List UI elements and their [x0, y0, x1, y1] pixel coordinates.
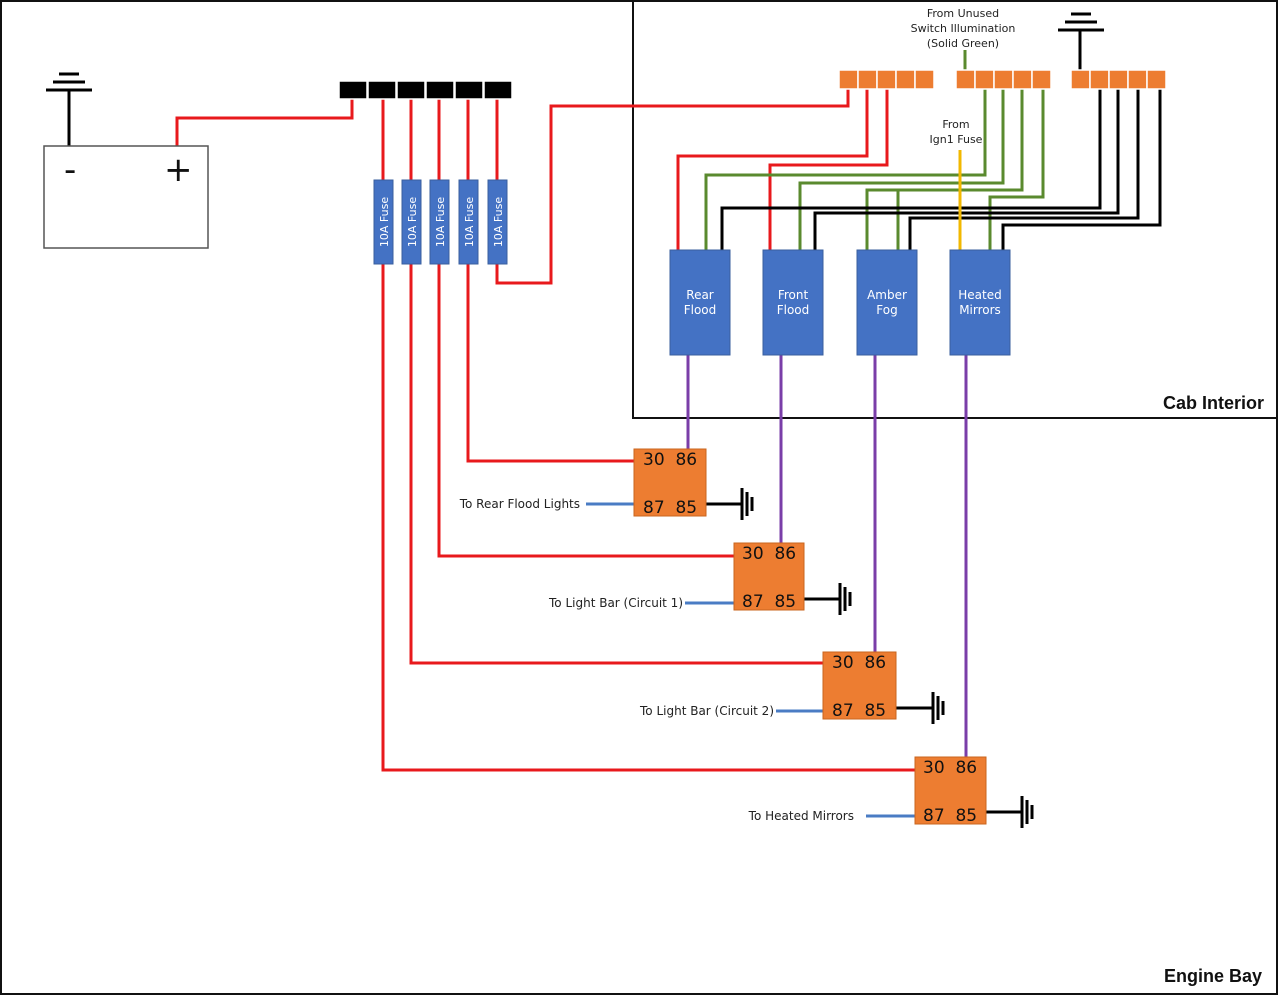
switch-label: Mirrors: [959, 303, 1001, 317]
switch-power-front-flood-wire: [768, 88, 889, 250]
illumination-note-line3: (Solid Green): [927, 37, 999, 50]
engine-bay-label: Engine Bay: [1164, 966, 1262, 986]
battery-ground: [46, 72, 92, 146]
illumination-wires: [704, 50, 1045, 250]
switch-label: Rear: [686, 288, 714, 302]
ground-connector: [1070, 69, 1167, 90]
output-label-rear-flood: To Rear Flood Lights: [459, 497, 580, 511]
relay-pins-top: 30 86: [742, 544, 796, 564]
relay-rear-flood: 30 86 87 85: [633, 448, 754, 520]
switch-label: Fog: [876, 303, 897, 317]
switch-amber-fog[interactable]: Amber Fog: [856, 249, 918, 356]
relay-pins-bottom: 87 85: [923, 806, 977, 826]
fuse-label: 10A Fuse: [378, 197, 391, 247]
relay-front-flood: 30 86 87 85: [733, 542, 852, 615]
cab-interior-border: [632, 0, 1278, 419]
cab-ground-symbol: [1058, 12, 1104, 32]
fuse: [373, 179, 394, 265]
power-wires: [175, 88, 915, 772]
output-wires: [586, 502, 915, 818]
battery-positive-label: +: [164, 150, 193, 190]
battery: [43, 145, 209, 249]
relay-amber-fog: 30 86 87 85: [822, 651, 945, 724]
ign1-note-line1: From: [942, 118, 969, 131]
switch-front-flood[interactable]: Front Flood: [762, 249, 824, 356]
output-label-light-bar-2: To Light Bar (Circuit 2): [639, 704, 774, 718]
power-busbar: [338, 80, 513, 100]
switch-power-connector: [838, 69, 935, 90]
switch-label: Flood: [777, 303, 810, 317]
switch-power-rear-flood-wire: [676, 88, 869, 250]
fuse2-to-relay3-wire: [409, 263, 823, 665]
relay-pins-bottom: 87 85: [742, 592, 796, 612]
trigger-wires: [686, 355, 968, 757]
fuse: [458, 179, 479, 265]
relay-pins-bottom: 87 85: [832, 701, 886, 721]
battery-negative-label: -: [64, 150, 76, 190]
switch-label: Front: [778, 288, 809, 302]
fuse: [429, 179, 450, 265]
fuse: [401, 179, 422, 265]
switch-rear-flood[interactable]: Rear Flood: [669, 249, 731, 356]
cab-interior-label: Cab Interior: [1163, 393, 1264, 413]
relay-pins-top: 30 86: [643, 450, 697, 470]
fuse3-to-relay2-wire: [437, 263, 734, 558]
fuse-label: 10A Fuse: [434, 197, 447, 247]
switch-ground-wires: [720, 30, 1162, 250]
switch-label: Amber: [867, 288, 907, 302]
fuse-block: 10A Fuse 10A Fuse 10A Fuse 10A Fuse 10A …: [373, 179, 508, 265]
relay-pins-top: 30 86: [923, 758, 977, 778]
relay-pins-top: 30 86: [832, 653, 886, 673]
output-label-heated-mirrors: To Heated Mirrors: [748, 809, 854, 823]
fuse-label: 10A Fuse: [463, 197, 476, 247]
switch-label: Flood: [684, 303, 717, 317]
switch-heated-mirrors[interactable]: Heated Mirrors: [949, 249, 1011, 356]
illumination-note-line2: Switch Illumination: [911, 22, 1016, 35]
fuse1-to-relay4-wire: [381, 263, 915, 772]
ign1-note-line2: Ign1 Fuse: [930, 133, 983, 146]
fuse5-to-switch-power-wire: [495, 88, 850, 285]
relay-heated-mirrors: 30 86 87 85: [914, 756, 1034, 828]
fuse-label: 10A Fuse: [406, 197, 419, 247]
output-label-light-bar-1: To Light Bar (Circuit 1): [548, 596, 683, 610]
fuse-label: 10A Fuse: [492, 197, 505, 247]
switch-label: Heated: [958, 288, 1001, 302]
fuse: [487, 179, 508, 265]
battery-to-busbar-wire: [175, 98, 354, 146]
illumination-note-line1: From Unused: [927, 7, 999, 20]
relay-pins-bottom: 87 85: [643, 498, 697, 518]
illumination-connector: [955, 69, 1052, 90]
fuse4-to-relay1-wire: [466, 263, 634, 463]
